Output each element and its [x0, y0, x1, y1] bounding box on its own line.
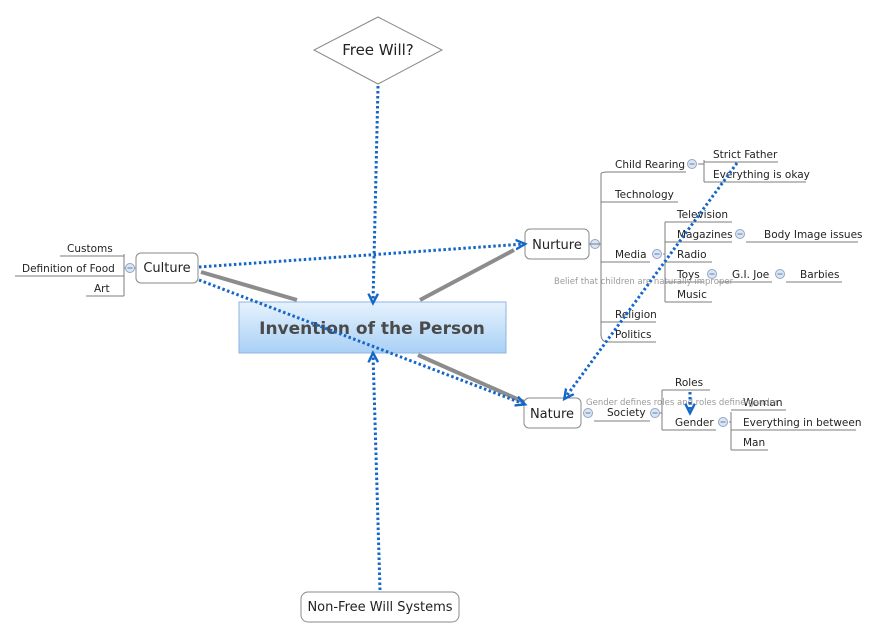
connector [600, 171, 686, 175]
culture-child-art[interactable]: Art [94, 283, 110, 295]
gender-everything-in-between[interactable]: Everything in between [743, 417, 862, 429]
society-gender[interactable]: Gender [675, 417, 714, 429]
branch-nature [417, 353, 525, 404]
free-will-diamond[interactable] [312, 16, 444, 85]
main-branches [200, 248, 525, 404]
nature-society[interactable]: Society [607, 407, 646, 419]
central-topic[interactable]: Invention of the Person [238, 301, 507, 354]
non-free-will-topic[interactable]: Non-Free Will Systems [300, 591, 460, 623]
relationship-nonfreewill-central[interactable] [373, 354, 382, 591]
connector [663, 222, 666, 302]
culture-topic[interactable]: Culture [143, 261, 190, 276]
everything-is-okay[interactable]: Everything is okay [713, 169, 810, 181]
nurture-religion[interactable]: Religion [615, 309, 657, 321]
relationship-arrows [198, 85, 739, 591]
connector [600, 333, 656, 343]
media-toys[interactable]: Toys [676, 269, 700, 281]
nurture-topic[interactable]: Nurture [532, 238, 582, 253]
nurture-politics[interactable]: Politics [615, 329, 652, 341]
nature-subtree: Nature Society Roles Gender Woman Everyt… [523, 377, 862, 451]
body-image-issues[interactable]: Body Image issues [764, 229, 863, 241]
central-topic-box[interactable] [238, 301, 507, 354]
culture-child-definition-of-food[interactable]: Definition of Food [22, 263, 115, 275]
branch-culture [200, 270, 298, 302]
branch-nurture [419, 248, 515, 302]
relationship-freewill-central[interactable] [373, 85, 380, 302]
relationship-strictfather-nature[interactable] [565, 162, 739, 398]
toys-barbies[interactable]: Barbies [800, 269, 839, 281]
nature-topic-box[interactable] [523, 397, 582, 429]
connector [729, 412, 732, 450]
gender-woman[interactable]: Woman [743, 397, 783, 409]
culture-child-customs[interactable]: Customs [67, 243, 113, 255]
free-will-label[interactable]: Free Will? [342, 41, 414, 59]
nurture-child-rearing[interactable]: Child Rearing [615, 159, 685, 171]
connector [698, 160, 705, 182]
strict-father[interactable]: Strict Father [713, 149, 778, 161]
culture-subtree: Customs Definition of Food Art Culture [15, 243, 199, 297]
nurture-technology[interactable]: Technology [614, 189, 674, 201]
nurture-media[interactable]: Media [615, 249, 647, 261]
media-music[interactable]: Music [677, 289, 707, 301]
media-television[interactable]: Television [676, 209, 728, 221]
central-topic-label[interactable]: Invention of the Person [259, 319, 485, 339]
connector [660, 390, 663, 430]
non-free-will-box[interactable] [300, 591, 460, 623]
relationship-culture-nurture[interactable] [198, 244, 524, 269]
gender-man[interactable]: Man [743, 437, 765, 449]
toys-gi-joe[interactable]: G.I. Joe [732, 269, 769, 281]
society-roles[interactable]: Roles [675, 377, 703, 389]
relationship-label-belief: Belief that children are naturally impro… [554, 277, 734, 287]
nature-topic[interactable]: Nature [530, 407, 574, 422]
non-free-will-label[interactable]: Non-Free Will Systems [307, 600, 452, 615]
media-radio[interactable]: Radio [677, 249, 707, 261]
relationship-label-gender-defines: Gender defines roles and roles define ge… [586, 398, 779, 408]
free-will-topic[interactable]: Free Will? [312, 16, 444, 85]
culture-topic-box[interactable] [135, 252, 199, 284]
media-magazines[interactable]: Magazines [677, 229, 733, 241]
nurture-subtree: Nurture Child Rearing Strict Father Ever… [524, 149, 863, 343]
